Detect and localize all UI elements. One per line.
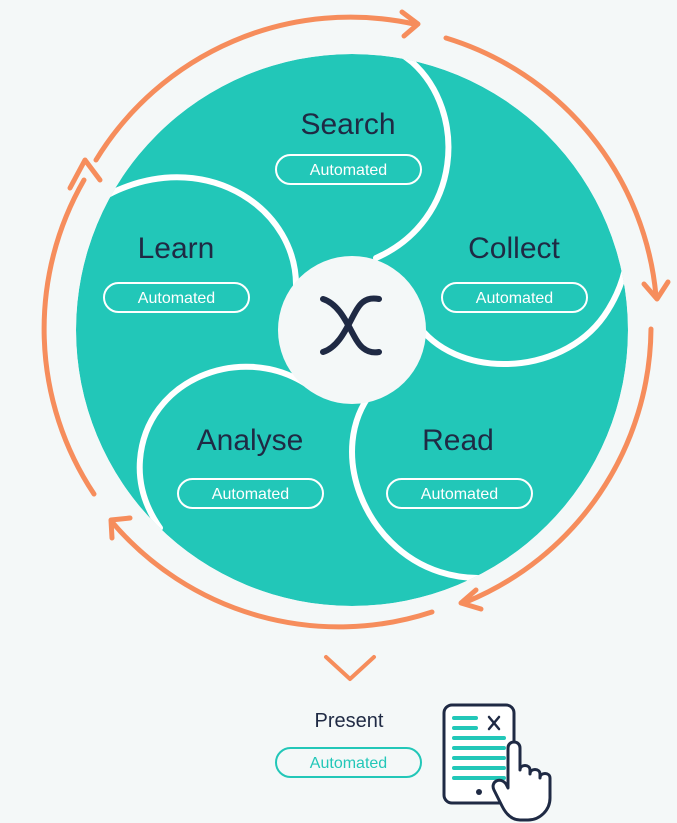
- arrowhead-bottom: [458, 587, 484, 612]
- arrowhead-left: [108, 515, 133, 541]
- swirl-separator-4: [136, 363, 309, 531]
- step-title-search: Search: [300, 108, 395, 141]
- badge-text-analyse: Automated: [212, 486, 289, 503]
- arrowhead-upper-left: [67, 157, 103, 191]
- step-read: Read Automated: [386, 424, 533, 509]
- badge-pill-learn: [103, 282, 250, 313]
- present-section: Present Automated: [275, 703, 552, 822]
- chevron-down-icon: [324, 655, 376, 681]
- document-tap-icon: [442, 703, 552, 822]
- step-search: Search Automated: [275, 108, 422, 185]
- badge-pill-analyse: [177, 478, 324, 509]
- swirl-separator-2: [413, 247, 628, 367]
- present-badge-text: Automated: [310, 755, 387, 772]
- swirl-separator-1: [337, 54, 452, 261]
- arrowhead-right: [641, 279, 671, 302]
- badge-pill-collect: [441, 282, 588, 313]
- badge-pill-search: [275, 154, 422, 185]
- badge-pill-read: [386, 478, 533, 509]
- x-logo-icon: [320, 295, 382, 356]
- ring-arc-bottom-left: [109, 519, 435, 630]
- arrowhead-top: [399, 9, 421, 39]
- step-analyse: Analyse Automated: [177, 424, 324, 509]
- badge-text-search: Automated: [310, 162, 387, 179]
- step-learn: Learn Automated: [103, 232, 250, 313]
- ring-arc-bottom-right: [463, 326, 654, 605]
- badge-text-collect: Automated: [476, 290, 553, 307]
- ring-arc-left: [41, 177, 97, 497]
- step-title-analyse: Analyse: [197, 424, 304, 457]
- step-collect: Collect Automated: [441, 232, 588, 313]
- ring-arc-right: [443, 35, 659, 299]
- ring-arc-top: [93, 14, 417, 163]
- badge-text-read: Automated: [421, 486, 498, 503]
- present-title: Present: [315, 710, 384, 732]
- step-title-collect: Collect: [468, 232, 560, 265]
- step-title-read: Read: [422, 424, 494, 457]
- step-title-learn: Learn: [138, 232, 215, 265]
- present-badge-pill: [275, 747, 422, 778]
- hand-pointer-icon: [491, 740, 552, 822]
- cycle-ring: [41, 9, 671, 630]
- badge-text-learn: Automated: [138, 290, 215, 307]
